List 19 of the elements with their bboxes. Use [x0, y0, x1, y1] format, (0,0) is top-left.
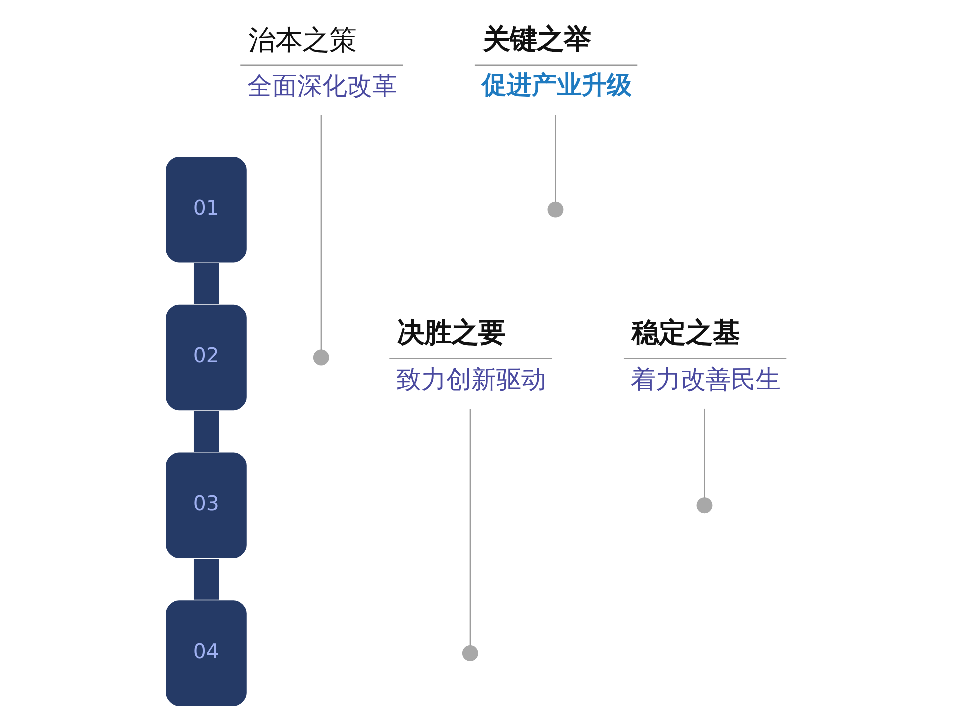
connector — [193, 559, 219, 600]
connector — [554, 116, 556, 202]
connector — [469, 408, 470, 646]
connector — [193, 411, 219, 452]
node-circle — [462, 646, 478, 662]
node-box: 04 — [164, 599, 248, 708]
node-circle — [696, 498, 712, 514]
connector — [320, 115, 322, 350]
connector — [193, 264, 219, 304]
node-text: 治本之策 全面深化改革 — [246, 26, 397, 100]
node-circle — [312, 350, 329, 366]
node-box: 01 — [164, 156, 248, 264]
node-box: 02 — [164, 304, 248, 412]
node-circle — [547, 202, 564, 218]
node-text: 决胜之要 致力创新驱动 — [396, 318, 546, 394]
node-text: 关键之举 促进产业升级 — [481, 24, 632, 100]
connector — [704, 408, 705, 498]
node-text: 稳定之基 着力改善民生 — [630, 318, 780, 394]
node-box: 03 — [164, 452, 248, 560]
